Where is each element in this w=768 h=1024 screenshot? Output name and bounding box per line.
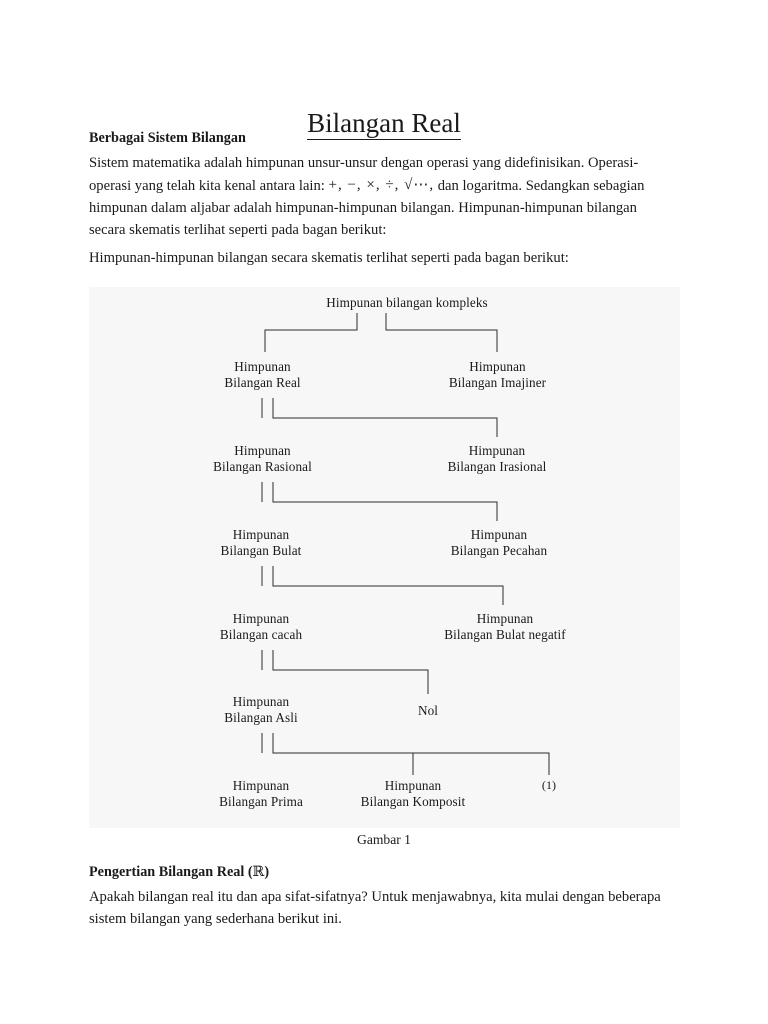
diagram-node-bilangan-real: Himpunan Bilangan Real: [195, 359, 330, 390]
diagram-node-bilangan-komposit-line2: Bilangan Komposit: [360, 793, 466, 809]
diagram-node-bilangan-imajiner: Himpunan Bilangan Imajiner: [420, 359, 575, 390]
diagram-node-bilangan-prima-line1: Himpunan: [232, 778, 290, 793]
diagram-node-bilangan-pecahan: Himpunan Bilangan Pecahan: [425, 527, 573, 558]
diagram-node-satu-line1: (1): [541, 778, 557, 792]
page-title: Bilangan Real: [0, 108, 768, 141]
diagram-node-root-line1: Himpunan bilangan kompleks: [326, 295, 488, 310]
intro-line-4: Himpunan-himpunan bilangan secara skemat…: [89, 199, 637, 239]
diagram-node-bilangan-imajiner-line1: Himpunan: [469, 359, 526, 374]
intro-line-2-before: operasi yang telah kita kenal antara lai…: [89, 177, 325, 194]
diagram-node-bilangan-asli-line1: Himpunan: [232, 694, 290, 709]
figure-caption: Gambar 1: [357, 832, 411, 847]
diagram-node-bilangan-irasional-line2: Bilangan Irasional: [447, 458, 547, 474]
diagram-node-bilangan-irasional: Himpunan Bilangan Irasional: [423, 443, 571, 474]
math-operators-expression: +, −, ×, ÷, √⋯,: [328, 176, 435, 193]
intro-line-2-after: dan logaritma. Sedangkan: [437, 177, 590, 194]
real-number-symbol: ℝ: [252, 864, 265, 880]
diagram-node-bilangan-bulat-line1: Himpunan: [232, 527, 290, 542]
section-heading-pengertian-bilangan-real: Pengertian Bilangan Real (ℝ): [89, 862, 671, 884]
diagram-node-bilangan-real-line2: Bilangan Real: [224, 374, 301, 390]
pengertian-heading-before: Pengertian Bilangan Real (: [89, 864, 253, 880]
diagram-node-bilangan-bulat-negatif: Himpunan Bilangan Bulat negatif: [421, 611, 589, 642]
intro-paragraph: Sistem matematika adalah himpunan unsur-…: [89, 152, 671, 242]
bottom-paragraph: Apakah bilangan real itu dan apa sifat-s…: [89, 886, 671, 930]
intro-line-3: sebagian himpunan dalam aljabar adalah h…: [89, 177, 645, 216]
diagram-node-root: Himpunan bilangan kompleks: [272, 295, 542, 311]
diagram-background-band: [89, 287, 680, 828]
diagram-node-bilangan-rasional-line2: Bilangan Rasional: [213, 458, 312, 474]
intro-line-1: Sistem matematika adalah himpunan unsur-…: [89, 154, 639, 171]
diagram-node-bilangan-cacah: Himpunan Bilangan cacah: [193, 611, 329, 642]
page-title-text: Bilangan Real: [307, 108, 461, 141]
pengertian-heading-after: ): [264, 864, 270, 880]
diagram-node-bilangan-prima: Himpunan Bilangan Prima: [193, 778, 329, 809]
bottom-line-1: Apakah bilangan real itu dan apa sifat-s…: [89, 888, 605, 905]
diagram-node-bilangan-asli: Himpunan Bilangan Asli: [194, 694, 328, 725]
diagram-node-bilangan-irasional-line1: Himpunan: [468, 443, 526, 458]
diagram-node-bilangan-bulat-line2: Bilangan Bulat: [220, 542, 302, 558]
intro-text-block: Berbagai Sistem Bilangan Sistem matemati…: [89, 128, 671, 241]
diagram-node-bilangan-komposit: Himpunan Bilangan Komposit: [340, 778, 486, 809]
diagram-node-bilangan-komposit-line1: Himpunan: [384, 778, 442, 793]
diagram-node-bilangan-bulat-negatif-line2: Bilangan Bulat negatif: [444, 626, 566, 642]
diagram-node-nol: Nol: [396, 703, 460, 719]
diagram-node-bilangan-pecahan-line1: Himpunan: [470, 527, 528, 542]
diagram-node-bilangan-imajiner-line2: Bilangan Imajiner: [448, 374, 547, 390]
diagram-node-bilangan-pecahan-line2: Bilangan Pecahan: [450, 542, 548, 558]
diagram-node-bilangan-prima-line2: Bilangan Prima: [219, 793, 303, 809]
diagram-node-bilangan-bulat-negatif-line1: Himpunan: [476, 611, 534, 626]
section-heading-berbagai-sistem-bilangan: Berbagai Sistem Bilangan: [89, 130, 246, 146]
diagram-node-bilangan-cacah-line1: Himpunan: [232, 611, 290, 626]
repeated-intro-line: Himpunan-himpunan bilangan secara skemat…: [89, 250, 569, 266]
bottom-line-2: beberapa sistem bilangan yang sederhana …: [89, 888, 661, 927]
diagram-node-satu: (1): [524, 778, 574, 792]
diagram-node-nol-line1: Nol: [417, 703, 439, 718]
diagram-node-bilangan-asli-line2: Bilangan Asli: [224, 709, 298, 725]
diagram-node-bilangan-cacah-line2: Bilangan cacah: [219, 626, 303, 642]
bottom-text-block: Pengertian Bilangan Real (ℝ) Apakah bila…: [89, 862, 671, 930]
diagram-node-bilangan-real-line1: Himpunan: [234, 359, 291, 374]
diagram-node-bilangan-rasional-line1: Himpunan: [234, 443, 291, 458]
diagram-node-bilangan-rasional: Himpunan Bilangan Rasional: [190, 443, 335, 474]
diagram-node-bilangan-bulat: Himpunan Bilangan Bulat: [193, 527, 329, 558]
